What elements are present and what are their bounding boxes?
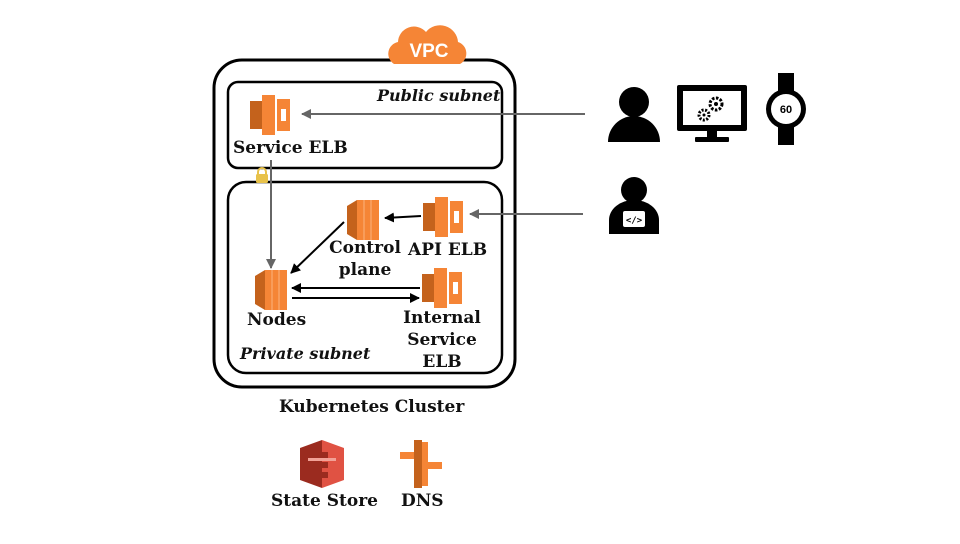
internal-elb-label-line3: ELB (422, 352, 462, 372)
public-subnet-box (226, 80, 504, 170)
dns-icon (400, 440, 442, 488)
private-subnet-label: Private subnet (240, 344, 371, 363)
monitor-gears-icon (677, 85, 747, 142)
vpc-box (212, 58, 517, 389)
smartwatch-icon (766, 73, 806, 145)
internal-service-elb-icon (422, 268, 462, 308)
control-plane-label: Control plane (326, 237, 404, 281)
api-elb-icon (423, 197, 463, 237)
dns-label: DNS (401, 491, 444, 511)
control-plane-icon (347, 200, 379, 240)
state-store-label: State Store (271, 491, 378, 511)
kubernetes-cluster-label: Kubernetes Cluster (279, 397, 465, 417)
arrow-api-elb-to-control-plane (384, 212, 422, 223)
user-icon (608, 87, 660, 142)
lock-icon (256, 167, 268, 183)
control-plane-label-line1: Control (329, 238, 401, 258)
internal-elb-label-line2: Service (407, 330, 477, 350)
nodes-label: Nodes (247, 310, 307, 330)
arrow-control-plane-to-nodes (290, 221, 345, 274)
nodes-icon (255, 270, 287, 310)
internal-service-elb-label: Internal Service ELB (400, 307, 484, 373)
control-plane-label-line2: plane (338, 260, 392, 280)
private-subnet-box (226, 180, 504, 375)
internal-elb-label-line1: Internal (403, 308, 481, 328)
service-elb-icon (250, 95, 290, 135)
developer-icon (609, 177, 659, 234)
service-elb-label: Service ELB (233, 138, 348, 158)
vpc-badge: VPC (409, 41, 448, 62)
vpc-cloud-icon (388, 25, 467, 64)
api-elb-label: API ELB (408, 240, 488, 260)
state-store-icon (300, 440, 344, 488)
watch-value: 60 (780, 104, 792, 116)
public-subnet-label: Public subnet (377, 86, 501, 105)
developer-code-glyph: </> (626, 216, 643, 226)
